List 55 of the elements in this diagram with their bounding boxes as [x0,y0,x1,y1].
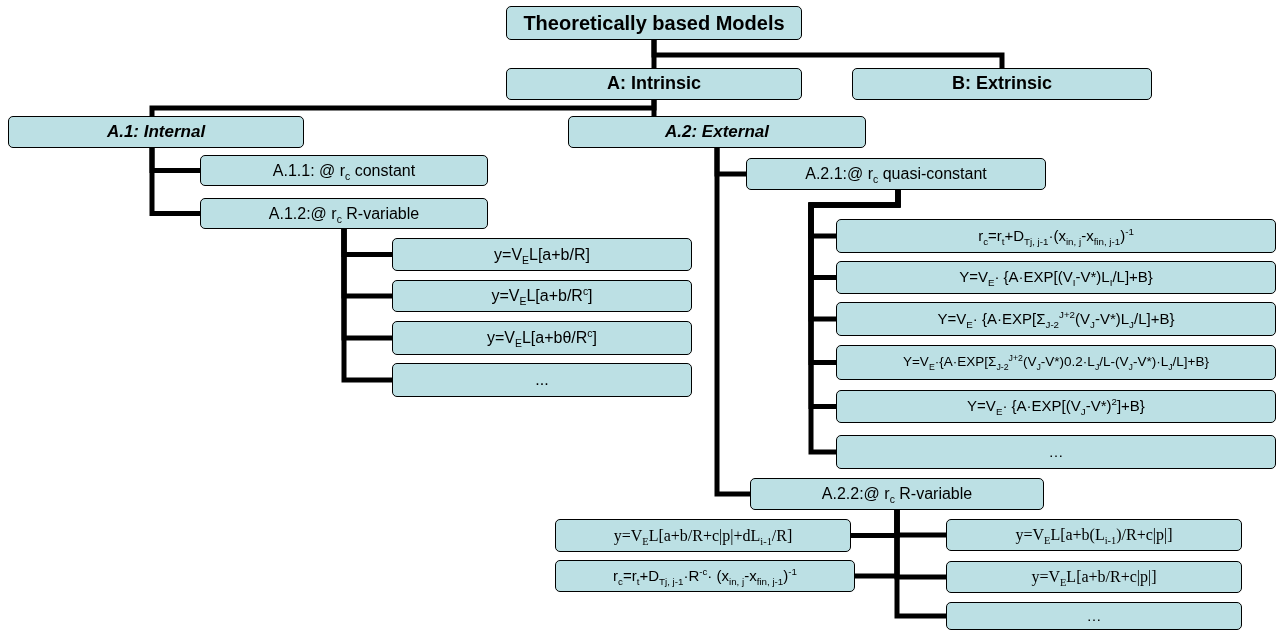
category-box [836,261,1276,294]
box-label: r$_{c}$=r$_{t}$+D$_{Tj, j-1}$·(x$_{in, j}$-x$_{fin, j-1}$)$^{-1}$ [978,227,1134,245]
box-label: ... [535,371,549,389]
connector-line [894,510,946,619]
box-label: A.1: Internal [106,122,206,142]
box-label: A.2: External [665,122,769,142]
box-label: Y=V$_{E}$· {A·EXP[(V$_{I}$-V*)L$_{I}$/L]+B} [959,269,1153,286]
box-label: Y=V$_{E}$·{A·EXP[Σ$_{J-2}$$^{J+2}$(V$_{J}$-V*)0.2·L$_{J}$/L-(V$_{J}$-V*)·L$_{J}$/L]+B} [903,355,1209,370]
category-box [946,561,1242,593]
category-box [946,602,1242,630]
box-label: r$_{c}$=r$_{t}$+D$_{Tj, j-1}$·R$^{-c}$· (x$_{in, j}$-x$_{fin, j-1}$)$^{-1}$ [613,567,797,585]
category-box [852,68,1152,100]
box-label: Y=V$_{E}$· {A·EXP[Σ$_{J-2}$$^{J+2}$(V$_{J}$-V*)L$_{J}$/L]+B} [937,310,1175,328]
box-label: y=V$_{E}$L[a+b/R$^{c}$] [491,287,593,305]
category-box [836,390,1276,423]
box-label: A: Intrinsic [607,74,701,94]
category-box [392,363,692,397]
box-label: y=V$_{E}$L[a+b(L$_{i-1}$)/R+c|p|] [1015,526,1173,544]
category-box [8,116,304,148]
category-box [200,155,488,186]
box-label: y=V$_{E}$L[a+b/R] [494,245,590,264]
category-box [836,219,1276,253]
category-box [836,345,1276,380]
box-label: A.2.1:@ r$_{c}$ quasi-constant [805,165,987,183]
box-label: y=V$_{E}$L[a+bθ/R$^{c}$] [487,329,597,347]
category-box [746,158,1046,190]
box-label: Y=V$_{E}$· {A·EXP[(V$_{J}$-V*)$^{2}$]+B} [967,398,1145,415]
category-box [568,116,866,148]
category-box [836,435,1276,469]
category-box [555,519,851,552]
connector-line [149,148,200,216]
connector-line [651,40,1005,68]
box-label: Theoretically based Models [523,12,785,34]
box-label: y=V$_{E}$L[a+b/R+c|p|+dL$_{i-1}$/R] [613,526,793,545]
category-box [392,238,692,271]
box-label: y=V$_{E}$L[a+b/R+c|p|] [1031,568,1157,586]
box-label: … [1086,607,1102,625]
category-box [200,198,488,229]
connector-line [651,100,657,116]
box-label: A.1.2:@ r$_{c}$ R-variable [268,204,420,223]
category-box [506,6,802,40]
connector-line [808,190,901,455]
box-label: A.1.1: @ r$_{c}$ constant [272,161,416,180]
box-label: … [1048,443,1064,461]
category-box [750,478,1044,510]
connector-line [341,229,392,383]
category-box [392,321,692,355]
box-label: A.2.2:@ r$_{c}$ R-variable [821,485,973,503]
category-box [392,280,692,312]
connector-line [714,148,750,497]
category-box [836,302,1276,336]
category-box [946,519,1242,551]
box-label: B: Extrinsic [952,74,1052,94]
category-box [506,68,802,100]
category-box [555,560,855,592]
